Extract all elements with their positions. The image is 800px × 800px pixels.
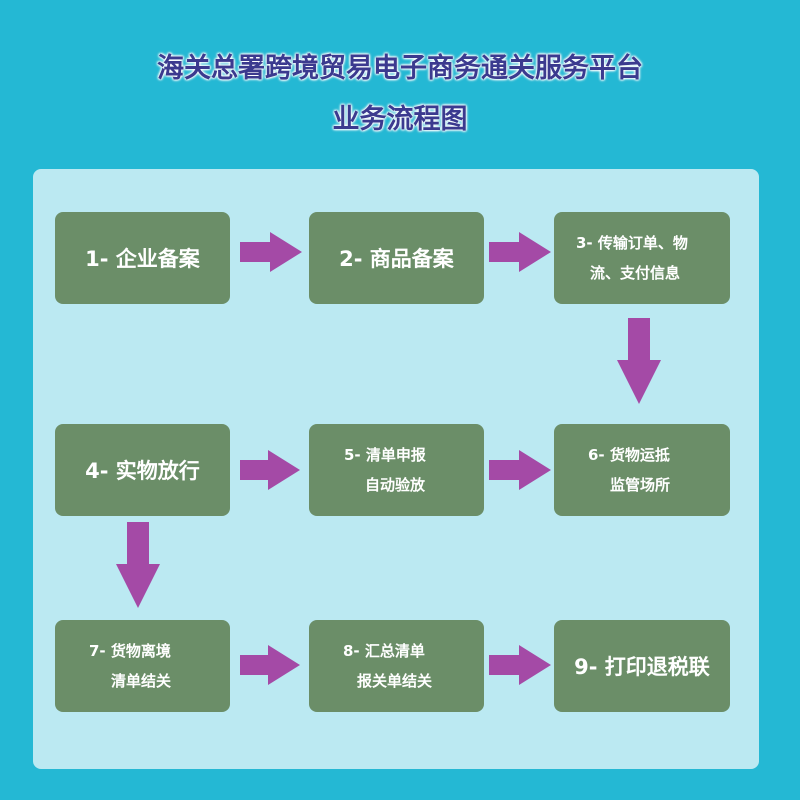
arrow-step4-to-step5 [240,450,300,490]
diagram-subtitle: 业务流程图 [332,104,468,135]
step-9-label: 9- 打印退税联 [574,655,710,679]
step-6-label-line-2: 监管场所 [610,476,671,494]
step-7-label-line-2: 清单结关 [111,672,172,690]
step-4-physical-release: 4- 实物放行 [55,424,230,516]
arrow-step2-to-step3 [489,232,551,272]
arrow-step4-to-step7 [116,522,160,608]
step-9-print-tax-refund: 9- 打印退税联 [554,620,730,712]
step-3-label-line-2: 流、支付信息 [590,264,681,282]
step-6-goods-arrive-supervision: 6- 货物运抵 监管场所 [554,424,730,516]
arrow-step8-to-step9 [489,645,551,685]
step-6-label-line-1: 6- 货物运抵 [588,446,670,464]
arrow-step3-to-step6 [617,318,661,404]
step-7-label-line-1: 7- 货物离境 [89,642,171,660]
step-3-transmit-order-info: 3- 传输订单、物 流、支付信息 [554,212,730,304]
step-5-label-line-2: 自动验放 [365,476,426,494]
step-8-summary-declaration-clearance: 8- 汇总清单 报关单结关 [309,620,484,712]
step-2-label: 2- 商品备案 [339,247,454,271]
step-5-label-line-1: 5- 清单申报 [344,446,426,464]
step-3-label-line-1: 3- 传输订单、物 [576,234,688,252]
arrow-step5-to-step6 [489,450,551,490]
step-1-label: 1- 企业备案 [85,247,200,271]
step-1-enterprise-filing: 1- 企业备案 [55,212,230,304]
step-4-label: 4- 实物放行 [85,459,200,483]
step-7-goods-depart-clearance: 7- 货物离境 清单结关 [55,620,230,712]
arrow-step7-to-step8 [240,645,300,685]
step-8-label-line-2: 报关单结关 [357,672,433,690]
step-5-declaration-auto-clearance: 5- 清单申报 自动验放 [309,424,484,516]
diagram-title: 海关总署跨境贸易电子商务通关服务平台 [157,53,643,84]
step-2-product-filing: 2- 商品备案 [309,212,484,304]
step-8-label-line-1: 8- 汇总清单 [343,642,425,660]
arrow-step1-to-step2 [240,232,302,272]
